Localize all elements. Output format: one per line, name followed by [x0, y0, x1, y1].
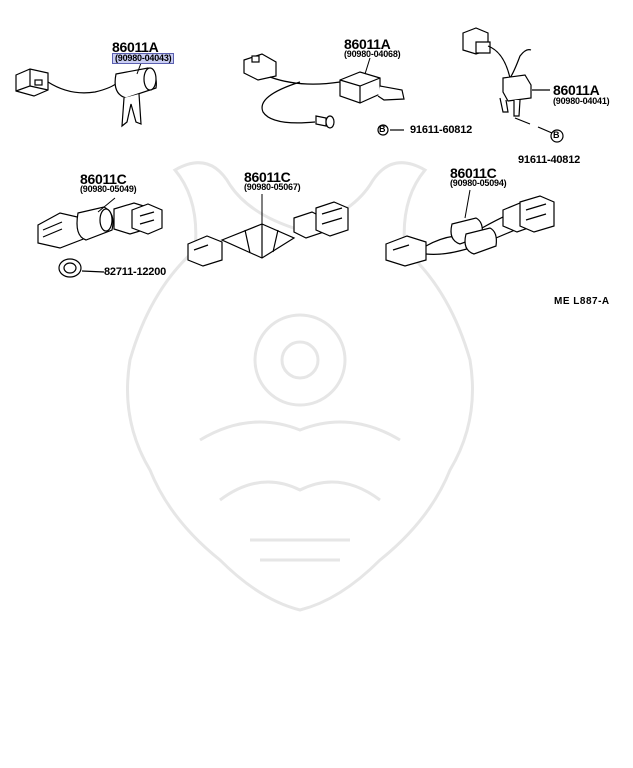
callout-part-number-b1[interactable]: 91611-60812 [410, 124, 473, 136]
part-86011c-05067-drawing [187, 201, 349, 267]
part-subcode-c2[interactable]: (90980-05067) [244, 182, 301, 192]
part-code-a3[interactable]: 86011A [553, 82, 600, 98]
callout-part-number-clamp[interactable]: 82711-12200 [104, 266, 167, 278]
part-86011a-04068-drawing [243, 53, 405, 136]
part-subcode-c1[interactable]: (90980-05049) [80, 184, 137, 194]
part-subcode-a1-highlighted[interactable]: (90980-04043) [112, 53, 175, 64]
part-86011a-04041-drawing [462, 27, 564, 143]
callout-marker-b1: B [379, 124, 386, 134]
part-86011a-04043-drawing [15, 67, 157, 128]
part-code-c2[interactable]: 86011C [244, 169, 291, 185]
part-86011c-05049-drawing [37, 202, 163, 278]
part-subcode-a3[interactable]: (90980-04041) [553, 96, 610, 106]
figure-code: ME L887-A [554, 296, 610, 307]
callout-part-number-b2[interactable]: 91611-40812 [518, 154, 581, 166]
part-subcode-a2[interactable]: (90980-04068) [344, 49, 401, 59]
callout-marker-b2: B [553, 130, 560, 140]
leader-lines [97, 57, 548, 224]
part-86011c-05094-drawing [385, 195, 555, 267]
part-subcode-c3[interactable]: (90980-05094) [450, 178, 507, 188]
part-code-a2[interactable]: 86011A [344, 36, 391, 52]
part-code-c1[interactable]: 86011C [80, 171, 127, 187]
part-code-c3[interactable]: 86011C [450, 165, 497, 181]
part-code-a1[interactable]: 86011A [112, 39, 159, 55]
